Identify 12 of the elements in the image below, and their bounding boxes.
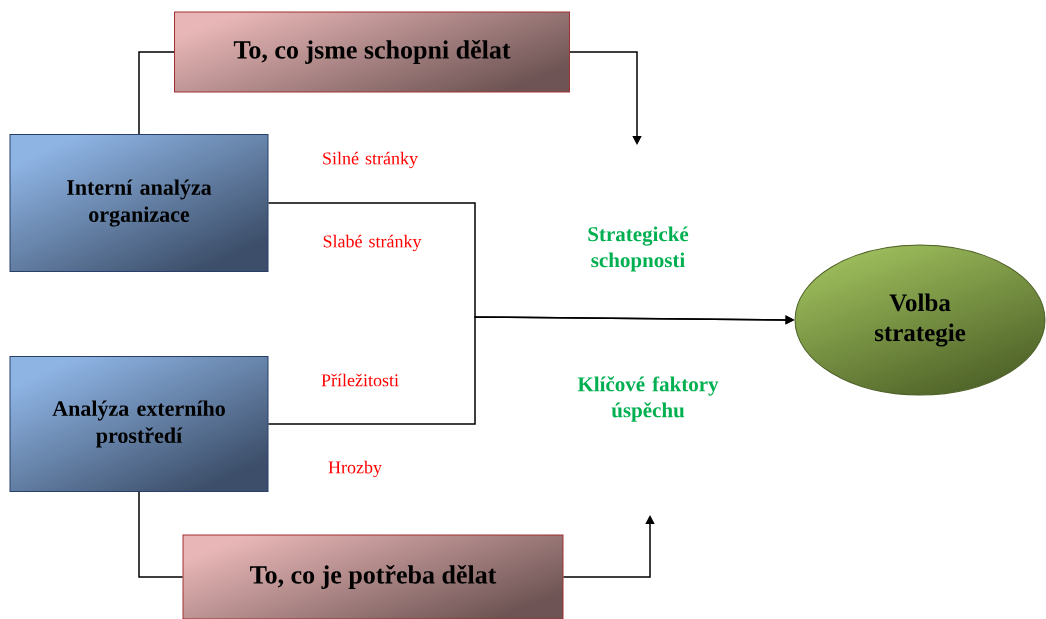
factor-label: Klíčové faktory úspěchu: [577, 376, 719, 422]
strength-label: Slabé stránky: [323, 234, 422, 252]
analysis-box: Analýza externího prostředí: [9, 356, 269, 492]
process-box: To, co je potřeba dělat: [182, 534, 564, 619]
strength-label: Silné stránky: [323, 151, 418, 169]
analysis-box: Interní analýza organizace: [9, 134, 269, 272]
strength-label: Příležitosti: [321, 373, 399, 387]
factor-label: Strategické schopnosti: [588, 226, 689, 272]
process-box: To, co jsme schopni dělat: [174, 11, 570, 93]
connector-arrow: [569, 51, 642, 145]
strength-label: Hrozby: [328, 460, 382, 478]
connector-arrow: [562, 515, 655, 578]
